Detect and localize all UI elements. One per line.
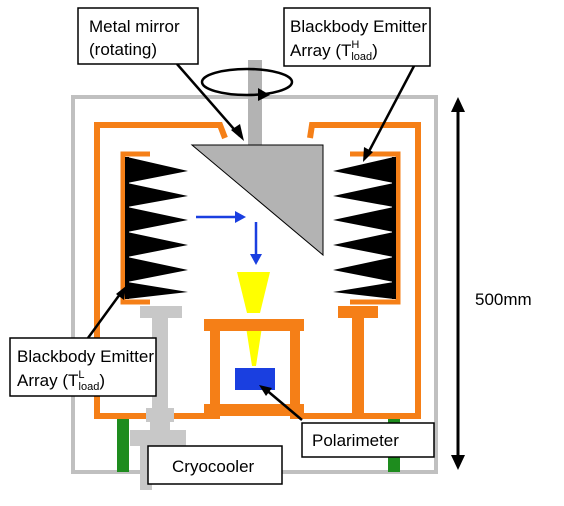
leader-lines [86, 63, 416, 421]
bbl-label-box [9, 337, 157, 397]
polarimeter-label: Polarimeter [312, 431, 399, 450]
cryocooler-label: Cryocooler [172, 457, 255, 476]
bbl-label-line1: Blackbody Emitter [17, 347, 154, 366]
bbl-suffix: ) [99, 371, 105, 390]
mirror-leader-arrowhead [231, 124, 244, 141]
dimension-arrowhead-bottom [451, 455, 465, 470]
right-support-post [338, 306, 378, 416]
bbh-sup: H [351, 39, 359, 51]
metal-mirror [190, 144, 324, 257]
inner-shield [94, 122, 421, 419]
bbh-sub: load [351, 51, 372, 63]
polarimeter-leader-arrowhead [259, 385, 272, 396]
bbl-sub: load [79, 381, 100, 393]
bbl-leader-arrowhead [116, 286, 126, 300]
right-emitter-housing [350, 151, 401, 305]
mirror-label-box [77, 7, 199, 65]
mirror-shaft [248, 60, 262, 150]
polarimeter-label-box [301, 422, 435, 458]
bbh-prefix: Array (T [290, 41, 351, 60]
beam-arrowhead-down [250, 254, 262, 265]
mirror-label-line1: Metal mirror [89, 17, 180, 36]
feed-horn [237, 272, 270, 313]
left-emitter-array [125, 157, 188, 299]
bbl-sup: L [78, 369, 84, 381]
cryocooler-label-box [147, 445, 283, 485]
polarimeter-detector [235, 368, 275, 390]
left-emitter-housing [120, 151, 150, 305]
mirror-label-line2: (rotating) [89, 40, 157, 59]
rotation-indicator [200, 67, 294, 97]
bbh-suffix: ) [372, 41, 378, 60]
left-green-leg [117, 419, 129, 472]
rotation-arrowhead [258, 88, 270, 101]
beam-arrowhead-right [235, 211, 246, 223]
dimension-arrowhead-top [451, 97, 465, 112]
right-emitter-array [333, 157, 396, 299]
polarimeter-stage [204, 319, 304, 416]
bbh-label-line1: Blackbody Emitter [290, 17, 427, 36]
bbh-leader-arrowhead [363, 147, 373, 162]
bbl-prefix: Array (T [17, 371, 78, 390]
dimension-label: 500mm [475, 290, 532, 309]
horn-beam [246, 327, 262, 366]
beam-arrows [196, 215, 258, 257]
bbh-label-box [283, 7, 431, 67]
